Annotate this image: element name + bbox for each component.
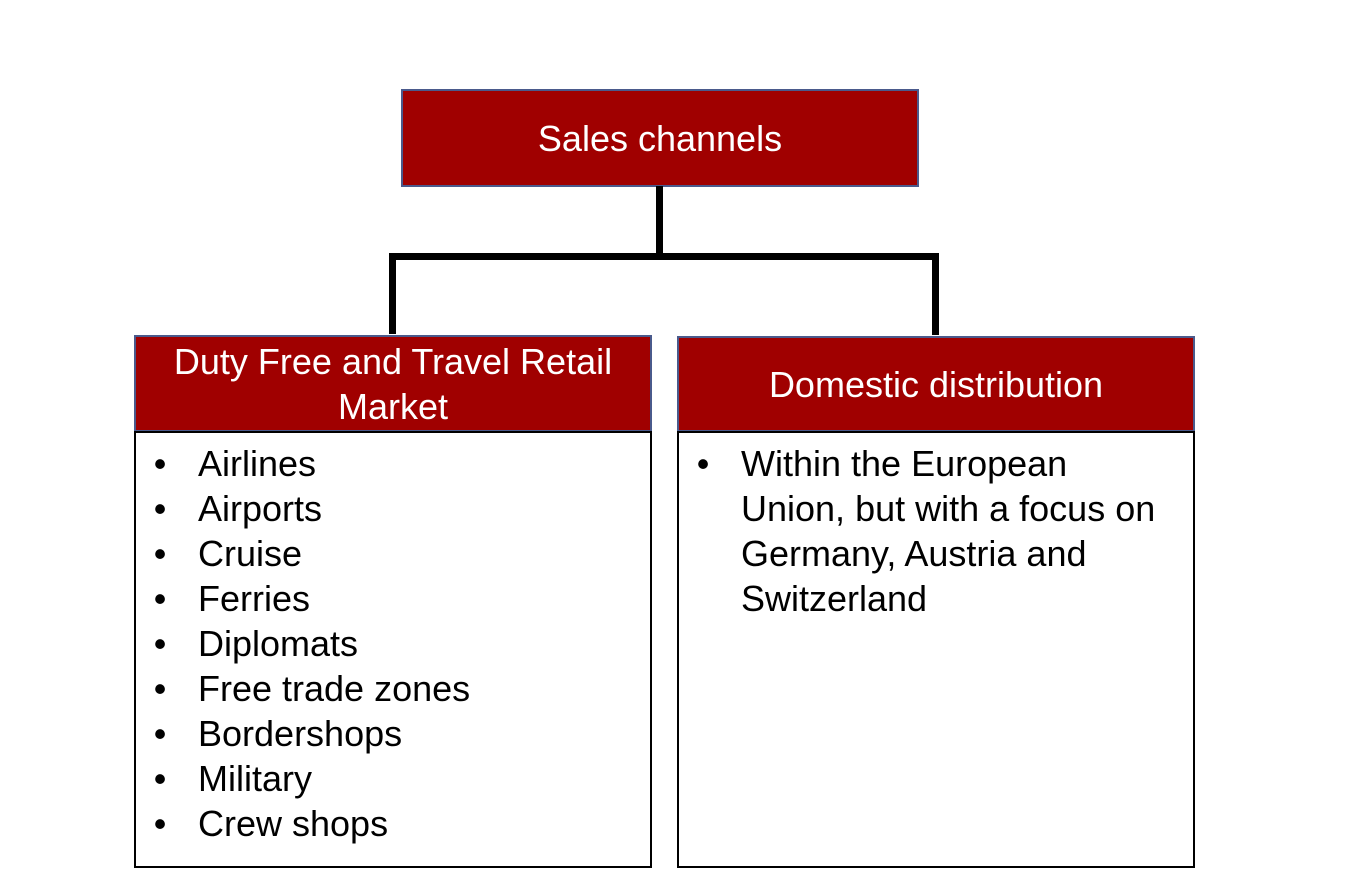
child-node-domestic-label: Domestic distribution [768,363,1104,405]
bullet-icon: • [153,578,167,619]
list-item: •Free trade zones [136,666,650,711]
list-item: •Ferries [136,576,650,621]
bullet-icon: • [153,443,167,484]
list-item: •Within the European Union, but with a f… [679,441,1193,621]
bullet-icon: • [153,803,167,844]
child-node-domestic-header: Domestic distribution [677,336,1195,432]
bullet-icon: • [153,623,167,664]
child-node-domestic-body: •Within the European Union, but with a f… [677,431,1195,868]
list-item: •Crew shops [136,801,650,846]
child-node-duty-free-header: Duty Free and Travel Retail Market [134,335,652,432]
connector-horizontal [389,253,939,260]
bullet-icon: • [153,713,167,754]
list-item: •Diplomats [136,621,650,666]
bullet-icon: • [696,443,710,484]
list-item: •Bordershops [136,711,650,756]
bullet-icon: • [153,533,167,574]
duty-free-list: •Airlines •Airports •Cruise •Ferries •Di… [136,441,650,846]
bullet-icon: • [153,758,167,799]
list-item: •Military [136,756,650,801]
bullet-icon: • [153,668,167,709]
child-node-duty-free-body: •Airlines •Airports •Cruise •Ferries •Di… [134,431,652,868]
connector-left-vertical [389,253,396,334]
root-node-label: Sales channels [537,117,783,159]
bullet-icon: • [153,488,167,529]
connector-right-vertical [932,253,939,335]
domestic-list: •Within the European Union, but with a f… [679,441,1193,621]
connector-root-vertical [656,186,663,260]
list-item: •Airports [136,486,650,531]
list-item: •Airlines [136,441,650,486]
child-node-duty-free-label: Duty Free and Travel Retail Market [173,340,613,427]
list-item: •Cruise [136,531,650,576]
root-node-sales-channels: Sales channels [401,89,919,187]
